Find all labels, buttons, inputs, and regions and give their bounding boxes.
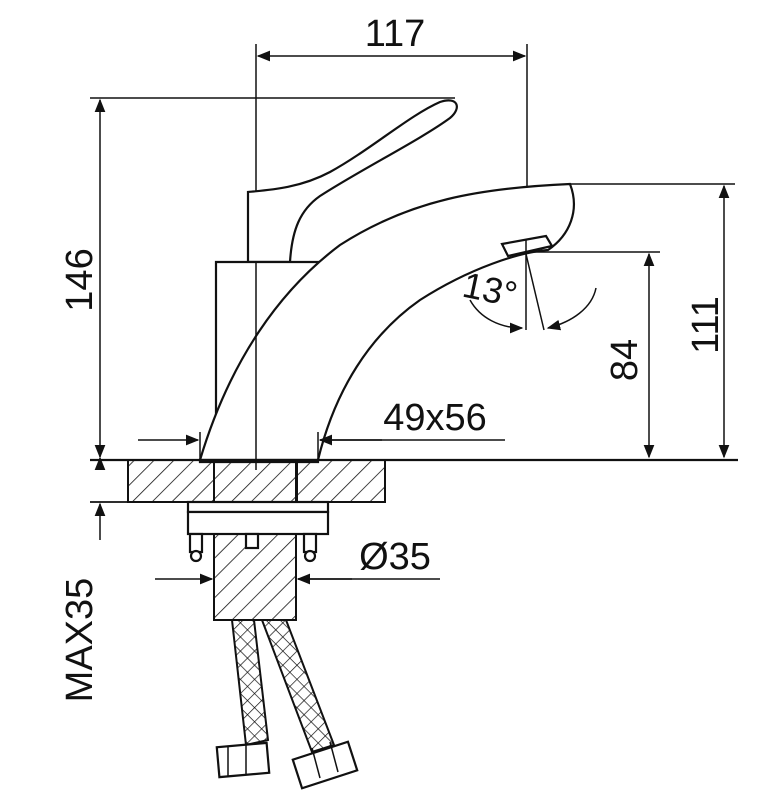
dimension-max-thickness-label: MAX35 <box>59 578 101 703</box>
dimension-max-thickness: MAX35 <box>59 456 128 703</box>
dimension-base-size: 49x56 <box>138 397 505 460</box>
dimension-angle: 13° <box>459 253 597 334</box>
dimension-height-total-label: 146 <box>59 248 101 311</box>
dimension-angle-label: 13° <box>459 264 521 315</box>
dimension-outlet-height: 84 <box>530 251 660 459</box>
dimension-base-size-label: 49x56 <box>383 397 487 439</box>
spout <box>198 182 575 462</box>
faucet-body <box>198 99 575 464</box>
supply-hoses <box>215 619 359 790</box>
countertop-section <box>90 459 386 503</box>
dimension-outlet-height-label: 84 <box>604 339 646 381</box>
dimension-hole-diameter: Ø35 <box>155 536 440 585</box>
dimension-spout-height-label: 111 <box>685 296 727 354</box>
hose-fitting-left <box>215 741 271 779</box>
dimension-hole-diameter-label: Ø35 <box>359 536 431 578</box>
dimension-height-total: 146 <box>59 97 455 459</box>
lever-handle <box>246 99 458 264</box>
mounting-assembly <box>186 459 330 621</box>
hose-fitting-right <box>291 740 359 790</box>
aerator <box>500 234 554 258</box>
dimension-width-label: 117 <box>365 13 426 55</box>
dimension-spout-height: 111 <box>570 183 735 459</box>
